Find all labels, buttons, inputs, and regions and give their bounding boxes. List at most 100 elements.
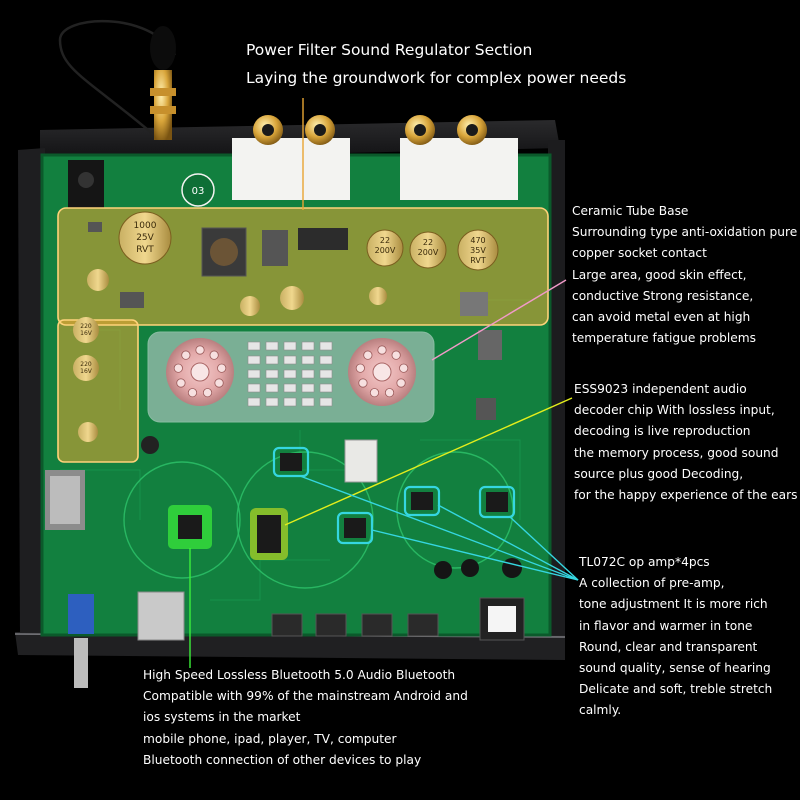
bluetooth-callout-line: Bluetooth connection of other devices to… bbox=[143, 752, 422, 767]
resistor bbox=[301, 369, 315, 379]
svg-text:220: 220 bbox=[80, 323, 92, 330]
svg-text:200V: 200V bbox=[418, 248, 439, 257]
resistor bbox=[283, 383, 297, 393]
resistor bbox=[265, 397, 279, 407]
opamp-callout-line: sound quality, sense of hearing bbox=[579, 661, 771, 676]
resistor bbox=[283, 341, 297, 351]
bluetooth-callout-line: ios systems in the market bbox=[143, 710, 301, 725]
tube-callout-line: Ceramic Tube Base bbox=[572, 204, 689, 218]
opamp-callout-line: A collection of pre-amp, bbox=[579, 576, 725, 591]
socket-pin bbox=[209, 350, 219, 360]
resistor bbox=[265, 341, 279, 351]
usb-port bbox=[137, 591, 185, 641]
resistor bbox=[265, 369, 279, 379]
svg-text:470: 470 bbox=[470, 236, 485, 245]
tube-callout-line: Large area, good skin effect, bbox=[572, 267, 747, 282]
resistor bbox=[301, 383, 315, 393]
tactile-button bbox=[407, 613, 439, 637]
potentiometer bbox=[68, 594, 94, 634]
dac-callout-line: decoding is live reproduction bbox=[574, 424, 751, 439]
dac-callout-line: source plus good Decoding, bbox=[574, 466, 744, 481]
resistor bbox=[301, 355, 315, 365]
bluetooth-callout: High Speed Lossless Bluetooth 5.0 Audio … bbox=[143, 665, 468, 771]
opamp-callout-line: Delicate and soft, treble stretch bbox=[579, 682, 773, 697]
socket-pin bbox=[202, 388, 213, 398]
socket-pin bbox=[399, 363, 409, 373]
power-callout-title: Power Filter Sound Regulator Section bbox=[246, 41, 533, 59]
opamp-callout-line: in flavor and warmer in tone bbox=[579, 618, 753, 633]
tag-03: 03 bbox=[181, 173, 215, 207]
svg-text:200V: 200V bbox=[375, 246, 396, 255]
svg-text:1000: 1000 bbox=[134, 221, 157, 231]
dac-callout-line: for the happy experience of the ears bbox=[574, 488, 798, 503]
front-buttons bbox=[271, 613, 439, 637]
resistor bbox=[319, 341, 333, 351]
resistor bbox=[319, 355, 333, 365]
cap-mid2: 22 200V bbox=[409, 231, 447, 269]
tactile-button bbox=[361, 613, 393, 637]
socket-pin bbox=[355, 363, 365, 373]
antenna-connector bbox=[154, 70, 172, 140]
tactile-button bbox=[271, 613, 303, 637]
svg-text:RVT: RVT bbox=[470, 256, 486, 265]
leader-tube bbox=[431, 279, 567, 361]
opamp-callout-line: Round, clear and transparent bbox=[579, 639, 758, 654]
opamp-callout-line: tone adjustment It is more rich bbox=[579, 597, 768, 612]
tube-callout-line: Surrounding type anti-oxidation pure bbox=[572, 225, 798, 240]
chassis-right-wall bbox=[548, 140, 565, 640]
socket-pins bbox=[173, 345, 409, 398]
tube-callout-line: copper socket contact bbox=[572, 246, 707, 261]
power-section-highlight-lower bbox=[58, 320, 138, 462]
socket-pin bbox=[173, 363, 183, 373]
socket-pin bbox=[217, 363, 227, 373]
svg-text:16V: 16V bbox=[80, 368, 93, 375]
resistor bbox=[265, 355, 279, 365]
cap-left1: 220 16V bbox=[73, 317, 99, 343]
socket-pin bbox=[384, 388, 395, 398]
resistor bbox=[247, 355, 261, 365]
resistor bbox=[319, 397, 333, 407]
socket-pin bbox=[181, 350, 191, 360]
opamp-callout-line: calmly. bbox=[579, 703, 622, 718]
opamp-callout-line: TL072C op amp*4pcs bbox=[579, 555, 710, 569]
resistor bbox=[301, 397, 315, 407]
svg-text:220: 220 bbox=[80, 361, 92, 368]
antenna-knob bbox=[150, 26, 176, 70]
resistor bbox=[247, 397, 261, 407]
relay bbox=[344, 439, 378, 483]
resistor-array bbox=[247, 341, 333, 407]
cap-right: 470 35V RVT bbox=[457, 229, 499, 271]
resistor bbox=[301, 341, 315, 351]
svg-text:22: 22 bbox=[423, 238, 433, 247]
svg-text:RVT: RVT bbox=[136, 245, 154, 255]
chassis-left-wall bbox=[18, 148, 45, 640]
tactile-button bbox=[315, 613, 347, 637]
resistor bbox=[265, 383, 279, 393]
socket-pin bbox=[358, 378, 368, 388]
tube-callout-line: conductive Strong resistance, bbox=[572, 288, 754, 303]
leader-dac bbox=[284, 397, 573, 526]
opamp-callout: TL072C op amp*4pcs A collection of pre-a… bbox=[579, 552, 772, 722]
resistor bbox=[319, 383, 333, 393]
dac-callout-line: ESS9023 independent audio bbox=[574, 382, 747, 396]
svg-text:25V: 25V bbox=[136, 233, 154, 243]
socket-pin bbox=[363, 350, 373, 360]
leader-opamp bbox=[299, 475, 579, 581]
socket-pin bbox=[176, 378, 186, 388]
resistor bbox=[319, 369, 333, 379]
svg-text:22: 22 bbox=[380, 236, 390, 245]
regulator-chip bbox=[262, 230, 288, 266]
resistor bbox=[283, 369, 297, 379]
socket-pin bbox=[187, 388, 198, 398]
tube-callout: Ceramic Tube Base Surrounding type anti-… bbox=[572, 201, 797, 349]
resistor bbox=[283, 397, 297, 407]
bluetooth-callout-line: High Speed Lossless Bluetooth 5.0 Audio … bbox=[143, 668, 456, 682]
resistor bbox=[283, 355, 297, 365]
bluetooth-callout-line: mobile phone, ipad, player, TV, computer bbox=[143, 731, 397, 746]
resistor bbox=[247, 369, 261, 379]
tube-callout-line: can avoid metal even at high bbox=[572, 310, 751, 325]
svg-text:03: 03 bbox=[192, 186, 205, 197]
resistor bbox=[247, 383, 261, 393]
